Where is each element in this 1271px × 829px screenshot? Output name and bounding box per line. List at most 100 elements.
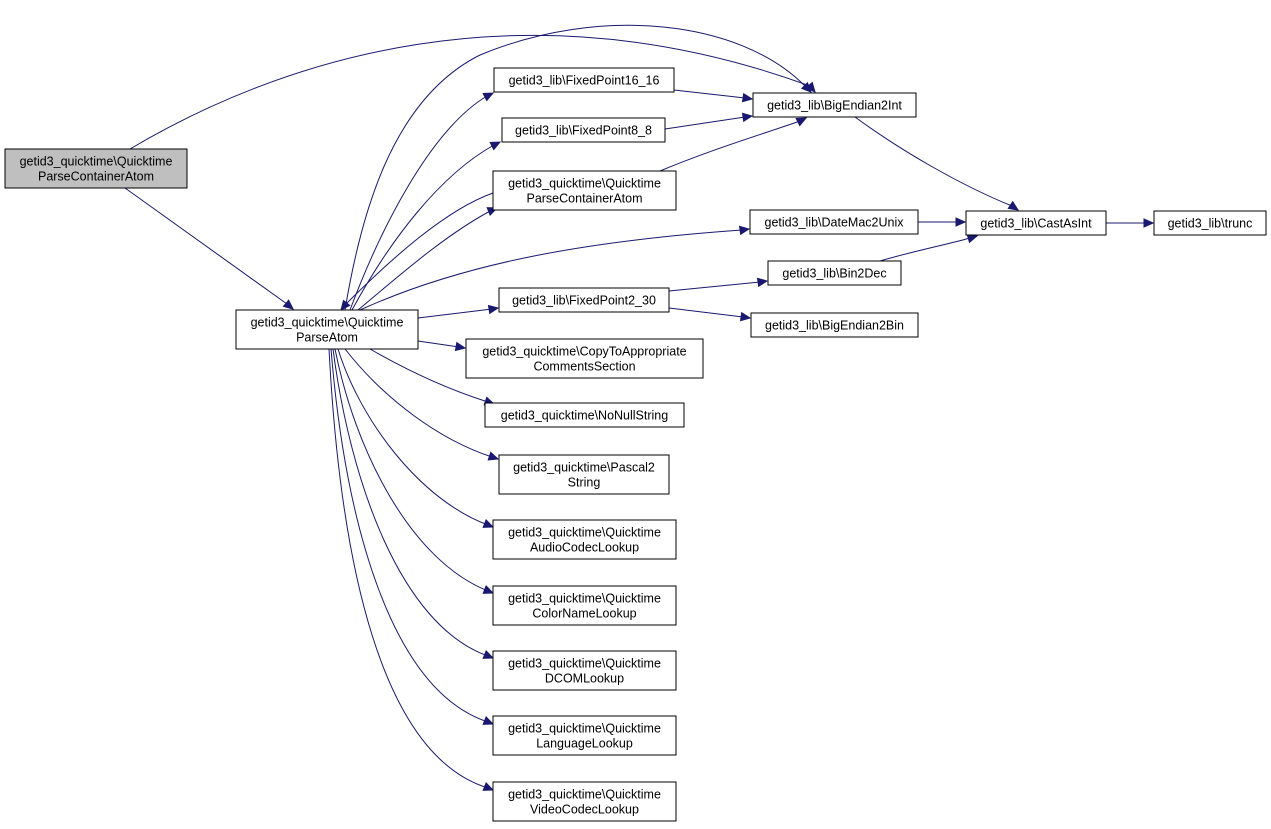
edge-pca2-to-be2int [659, 117, 808, 172]
edge-line [328, 348, 489, 789]
node-castint[interactable]: getid3_lib\CastAsInt [965, 210, 1107, 236]
edge-line [659, 120, 801, 172]
edge-line [359, 229, 743, 311]
node-audio[interactable]: getid3_quicktime\QuicktimeAudioCodecLook… [492, 519, 677, 560]
node-label: getid3_lib\DateMac2Unix [765, 216, 905, 230]
edge-parseatom-to-dcom [332, 348, 495, 659]
node-label: getid3_lib\FixedPoint8_8 [515, 124, 652, 138]
node-label: CommentsSection [533, 360, 635, 374]
node-box [501, 117, 666, 143]
edge-line [673, 89, 746, 99]
edge-be2int-to-castint [854, 116, 1020, 211]
edge-root-to-parseatom [124, 187, 294, 310]
node-label: String [568, 476, 601, 490]
node-nonull[interactable]: getid3_quicktime\NoNullString [484, 402, 685, 428]
edge-line [334, 348, 489, 592]
edge-parseatom-to-color [334, 348, 495, 594]
node-label: getid3_quicktime\Quicktime [508, 722, 661, 736]
arrowhead-icon [800, 81, 812, 93]
node-label: DCOMLookup [545, 672, 624, 686]
node-fp88[interactable]: getid3_lib\FixedPoint8_8 [501, 117, 666, 143]
node-label: ParseContainerAtom [526, 192, 642, 206]
edge-line [129, 35, 811, 150]
arrowhead-icon [1007, 200, 1020, 211]
edge-parseatom-to-pascal [344, 348, 500, 461]
arrowhead-icon [482, 782, 495, 791]
node-label: getid3_quicktime\NoNullString [501, 409, 668, 423]
node-root: getid3_quicktime\QuicktimeParseContainer… [4, 148, 188, 189]
node-box [767, 260, 902, 286]
node-be2int[interactable]: getid3_lib\BigEndian2Int [752, 92, 917, 118]
arrowhead-icon [282, 299, 294, 310]
arrowhead-icon [482, 92, 495, 102]
edge-line [417, 340, 460, 348]
node-label: getid3_quicktime\Pascal2 [513, 461, 655, 475]
edge-line [417, 308, 493, 319]
edge-line [668, 307, 744, 318]
edge-line [854, 116, 1013, 207]
node-label: getid3_quicktime\Quicktime [508, 657, 661, 671]
arrowhead-icon [454, 341, 467, 352]
edge-line [349, 95, 488, 311]
node-box [498, 454, 670, 495]
arrowhead-icon [487, 304, 500, 315]
arrowhead-icon [741, 112, 754, 123]
arrowhead-icon [482, 716, 495, 725]
node-box [492, 170, 677, 211]
node-copyto[interactable]: getid3_quicktime\CopyToAppropriateCommen… [465, 338, 704, 379]
node-label: getid3_lib\BigEndian2Bin [765, 319, 904, 333]
node-fp1616[interactable]: getid3_lib\FixedPoint16_16 [493, 67, 675, 93]
node-datemac[interactable]: getid3_lib\DateMac2Unix [749, 209, 919, 235]
arrowhead-icon [489, 141, 502, 151]
edge-parseatom-to-be2int [344, 24, 812, 311]
arrowhead-icon [741, 92, 754, 103]
edge-line [369, 348, 489, 403]
node-bin2dec[interactable]: getid3_lib\Bin2Dec [767, 260, 902, 286]
edge-fp1616-to-be2int [673, 89, 754, 103]
arrowhead-icon [1143, 218, 1155, 228]
edge-line [344, 348, 493, 458]
node-label: getid3_quicktime\Quicktime [508, 788, 661, 802]
node-color[interactable]: getid3_quicktime\QuicktimeColorNameLooku… [492, 585, 677, 626]
node-label: getid3_lib\BigEndian2Int [767, 99, 902, 113]
node-label: VideoCodecLookup [530, 803, 639, 817]
node-box [465, 338, 704, 379]
node-box [484, 402, 685, 428]
edge-parseatom-to-fp88 [351, 141, 502, 311]
node-box [749, 209, 919, 235]
nodes-layer: getid3_quicktime\QuicktimeParseContainer… [4, 67, 1267, 822]
node-label: getid3_quicktime\Quicktime [508, 592, 661, 606]
node-box [752, 92, 917, 118]
node-label: getid3_lib\CastAsInt [980, 217, 1092, 231]
arrowhead-icon [482, 519, 495, 528]
edge-pca2-to-parseatom [340, 192, 494, 311]
node-be2bin[interactable]: getid3_lib\BigEndian2Bin [750, 312, 919, 338]
node-label: LanguageLookup [536, 737, 633, 751]
edge-parseatom-to-audio [337, 348, 495, 528]
arrowhead-icon [487, 451, 500, 461]
node-label: getid3_quicktime\Quicktime [251, 316, 404, 330]
node-video[interactable]: getid3_quicktime\QuicktimeVideoCodecLook… [492, 781, 677, 822]
arrowhead-icon [482, 585, 495, 594]
node-fp230[interactable]: getid3_lib\FixedPoint2_30 [498, 287, 670, 313]
node-box [492, 781, 677, 822]
node-label: getid3_lib\Bin2Dec [782, 267, 886, 281]
edge-line [124, 187, 288, 305]
node-label: getid3_quicktime\Quicktime [20, 155, 173, 169]
node-label: getid3_lib\FixedPoint16_16 [509, 74, 660, 88]
node-label: getid3_quicktime\Quicktime [508, 526, 661, 540]
edge-parseatom-to-pca2 [357, 207, 499, 311]
node-trunc[interactable]: getid3_lib\trunc [1153, 210, 1267, 236]
node-pca2[interactable]: getid3_quicktime\QuicktimeParseContainer… [492, 170, 677, 211]
node-box [492, 519, 677, 560]
node-label: getid3_quicktime\Quicktime [508, 177, 661, 191]
arrowhead-icon [482, 650, 495, 659]
node-box [1153, 210, 1267, 236]
edge-fp88-to-be2int [664, 112, 754, 130]
edge-line [668, 281, 761, 292]
